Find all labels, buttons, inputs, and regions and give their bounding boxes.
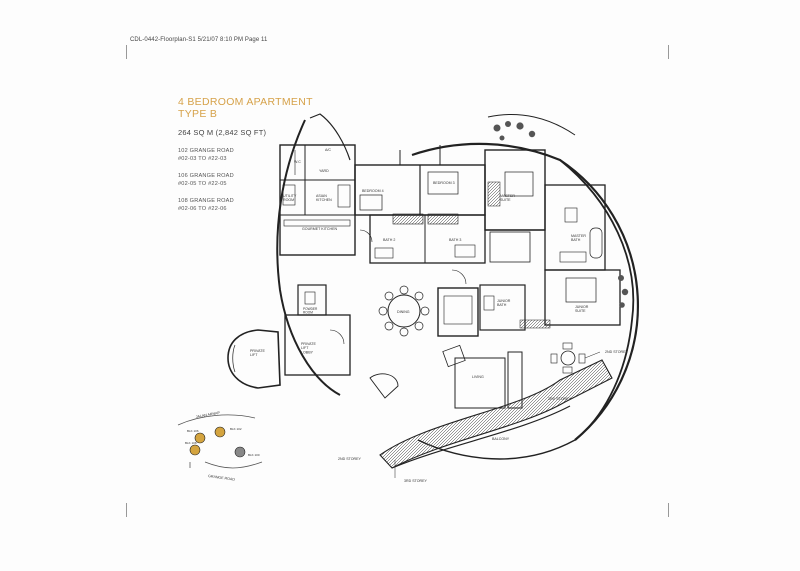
address-road: 108 GRANGE ROAD — [178, 198, 234, 204]
label-gourmet-kitchen: GOURMET KITCHEN — [302, 227, 337, 231]
balcony — [379, 359, 613, 469]
address-block-3: 108 GRANGE ROAD #02-06 TO #22-06 — [178, 197, 234, 213]
address-units: #02-05 TO #22-05 — [178, 181, 227, 187]
label-wc: W.C — [294, 160, 301, 164]
junior-suite — [544, 269, 621, 326]
key-plan: JALAN ARNAP GRANGE ROAD BLK 106 BLK 102 … — [177, 411, 263, 482]
address-block-1: 102 GRANGE ROAD #02-03 TO #22-03 — [178, 147, 234, 163]
label-yard: YARD — [319, 169, 329, 173]
apartment-area: 264 SQ M (2,842 SQ FT) — [178, 128, 267, 137]
keyplan-block-100: BLK 100 — [248, 453, 260, 457]
planter-right — [618, 275, 629, 308]
outer-wall-right — [559, 159, 635, 441]
label-bath3: BATH 3 — [449, 238, 461, 242]
me-unit — [437, 287, 479, 337]
address-units: #02-03 TO #22-03 — [178, 156, 227, 162]
apartment-title-line2: TYPE B — [178, 108, 218, 120]
label-bath2: BATH 2 — [383, 238, 395, 242]
label-balcony: BALCONY — [492, 437, 510, 441]
crop-mark-top-right — [668, 45, 669, 59]
private-lift-lobby — [284, 314, 351, 376]
label-2nd-storey: 2ND STOREY — [338, 457, 362, 461]
crop-mark-top-left — [126, 45, 127, 59]
junior-bath — [479, 284, 526, 331]
label-living: LIVING — [472, 375, 484, 379]
round-table-right — [550, 342, 586, 374]
keyplan-block-106: BLK 106 — [187, 429, 199, 433]
crop-mark-bottom-left — [126, 503, 127, 517]
address-units: #02-06 TO #22-06 — [178, 206, 227, 212]
apartment-title: 4 BEDROOM APARTMENT TYPE B — [178, 96, 313, 120]
label-bedroom4: BEDROOM 4 — [362, 189, 384, 193]
address-block-2: 106 GRANGE ROAD #02-05 TO #22-05 — [178, 172, 234, 188]
label-3rd-storey: 3RD STOREY — [404, 479, 428, 483]
address-road: 102 GRANGE ROAD — [178, 148, 234, 154]
label-3rd-storey-right: 3RD STOREY — [548, 397, 572, 401]
left-curved-wall — [276, 119, 341, 396]
label-bedroom3: BEDROOM 3 — [433, 181, 455, 185]
keyplan-road-bottom: GRANGE ROAD — [208, 474, 236, 482]
label-storey-right: 2ND STOREY — [605, 350, 629, 354]
label-ac: A/C — [325, 148, 331, 152]
keyplan-block-102: BLK 102 — [230, 427, 242, 431]
label-dining: DINING — [397, 310, 410, 314]
outer-wall — [411, 142, 640, 441]
dining-table — [378, 285, 430, 337]
living-rug — [454, 357, 506, 409]
page-header: CDL-0442-Floorplan-S1 5/21/07 8:10 PM Pa… — [130, 37, 268, 43]
apartment-title-line1: 4 BEDROOM APARTMENT — [178, 96, 313, 108]
keyplan-road-top: JALAN ARNAP — [195, 411, 220, 419]
private-lift — [227, 329, 281, 389]
address-road: 106 GRANGE ROAD — [178, 173, 234, 179]
crop-mark-bottom-right — [668, 503, 669, 517]
keyplan-block-108: BLK 108 — [185, 441, 197, 445]
bath-block — [369, 214, 486, 264]
planter-top — [493, 121, 536, 141]
